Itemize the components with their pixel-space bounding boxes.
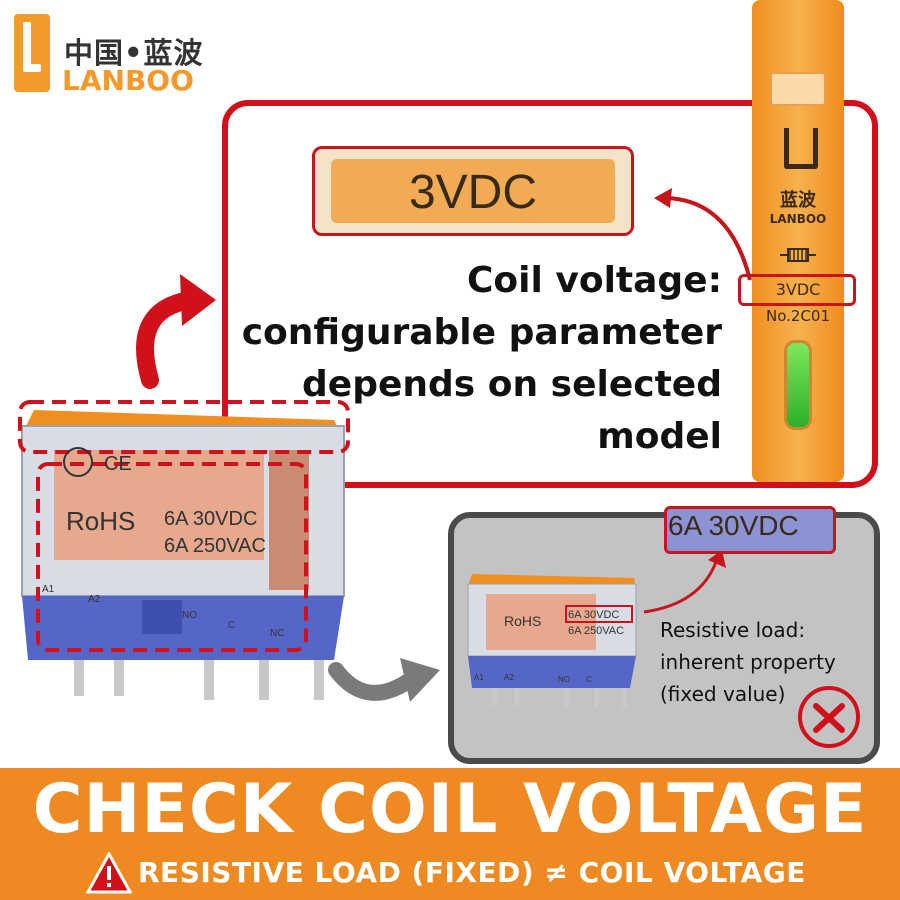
side-brand-cn: 蓝波: [780, 190, 816, 211]
banner-title: CHECK COIL VOLTAGE: [32, 770, 868, 849]
relay-product-image-small: RoHS 6A 30VDC 6A 250VAC A1 A2 NO C: [467, 574, 637, 708]
rating-label-text: 6A 30VDC: [668, 510, 799, 541]
small-rohs-mark: RoHS: [504, 613, 541, 629]
pin-label-a1: A1: [42, 584, 55, 595]
voltage-label-text: 3VDC: [408, 166, 538, 219]
curved-arrow-icon: [328, 658, 440, 702]
relay-rating-1: 6A 30VDC: [164, 508, 257, 530]
side-brand-en: LANBOO: [769, 212, 827, 226]
curved-arrow-icon: [136, 274, 216, 389]
relay-product-image: CE RoHS 6A 30VDC 6A 250VAC A1 A2 NO C NC: [18, 400, 350, 700]
small-relay-rating-2: 6A 250VAC: [568, 625, 624, 637]
brand-name-cn: 中国•蓝波: [64, 36, 204, 70]
coil-icon: [780, 248, 816, 262]
side-voltage-text: 3VDC: [775, 280, 821, 299]
curved-arrow-icon: [654, 188, 752, 281]
coil-voltage-note: Coil voltage: configurable parameter dep…: [241, 260, 722, 457]
banner-subtitle: RESISTIVE LOAD (FIXED) ≠ COIL VOLTAGE: [138, 856, 806, 889]
side-voltage-highlight: [738, 274, 856, 306]
rohs-mark: RoHS: [66, 506, 135, 536]
brand-name-en: LANBOO: [62, 64, 194, 97]
brand-logo-mark: [14, 14, 50, 92]
brand-logo-mark-small: [784, 128, 818, 169]
pin-label-a2: A2: [88, 594, 101, 605]
test-button: [770, 72, 826, 106]
resistive-load-note: Resistive load: inherent property (fixed…: [660, 618, 836, 706]
cross-icon: [798, 686, 860, 748]
relay-rating-2: 6A 250VAC: [164, 535, 266, 557]
warning-icon: [86, 852, 132, 894]
small-relay-rating-1: 6A 30VDC: [568, 609, 619, 621]
small-pin-label-no: NO: [558, 675, 570, 684]
curved-arrow-icon: [643, 550, 726, 614]
bottom-banner: [0, 768, 900, 900]
small-pin-label-a2: A2: [504, 673, 514, 682]
small-pin-label-a1: A1: [474, 673, 484, 682]
svg-text:CE: CE: [104, 453, 132, 475]
pin-label-no: NO: [182, 610, 197, 621]
pin-label-c: C: [228, 620, 235, 631]
rating-label-zoom: [664, 506, 836, 554]
status-led: [784, 340, 812, 430]
pin-label-nc: NC: [270, 628, 284, 639]
voltage-label-zoom: 3VDC: [312, 146, 634, 236]
small-pin-label-c: C: [586, 675, 592, 684]
side-model-number: No.2C01: [765, 307, 830, 325]
